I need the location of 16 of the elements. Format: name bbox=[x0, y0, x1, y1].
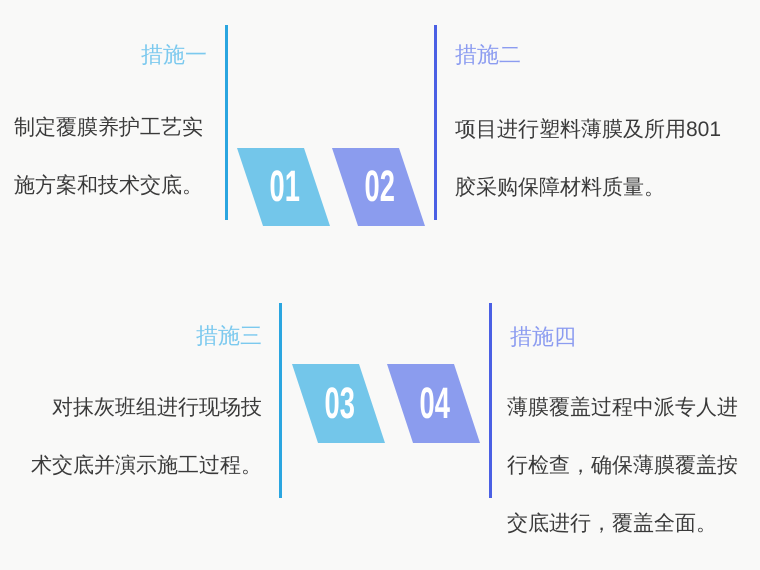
number-parallelogram bbox=[387, 364, 480, 443]
number-parallelogram bbox=[237, 148, 330, 226]
measure-heading: 措施四 bbox=[510, 323, 576, 351]
measure-description: 对抹灰班组进行现场技术交底并演示施工过程。 bbox=[30, 395, 262, 479]
measure-heading: 措施一 bbox=[141, 41, 207, 69]
measure-description: 薄膜覆盖过程中派专人进行检查，确保薄膜覆盖按交底进行，覆盖全面。 bbox=[507, 395, 739, 537]
measure-heading: 措施三 bbox=[196, 322, 262, 350]
number-parallelogram bbox=[292, 364, 385, 443]
step-number: 03 bbox=[324, 382, 355, 426]
step-number: 02 bbox=[364, 165, 395, 209]
step-number: 04 bbox=[418, 382, 450, 426]
number-parallelogram bbox=[332, 148, 425, 226]
measure-description: 制定覆膜养护工艺实施方案和技术交底。 bbox=[14, 115, 204, 199]
step-number: 01 bbox=[268, 165, 300, 209]
measure-heading: 措施二 bbox=[455, 41, 521, 69]
measure-description: 项目进行塑料薄膜及所用801胶采购保障材料质量。 bbox=[455, 117, 722, 201]
